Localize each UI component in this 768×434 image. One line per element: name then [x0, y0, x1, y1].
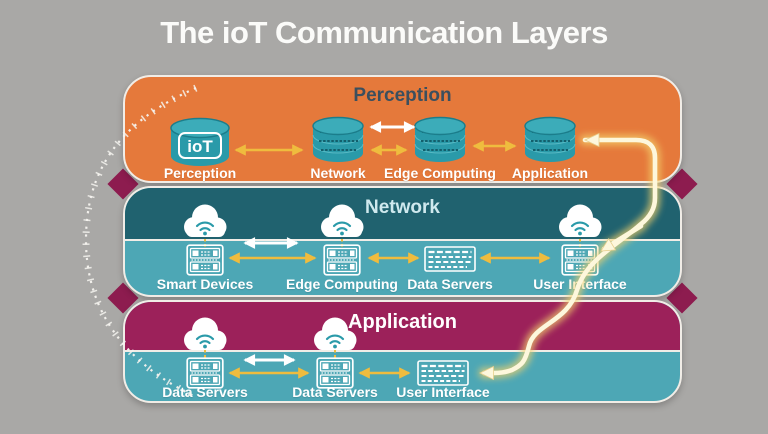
item-label: Smart Devices — [156, 276, 254, 292]
item-label: Data Servers — [162, 384, 248, 400]
layer-title: Application — [348, 311, 457, 333]
item-label: User Interface — [396, 384, 490, 400]
page-title: The ioT Communication Layers — [160, 15, 608, 50]
item-label: Edge Computing — [384, 165, 496, 181]
item-label: Application — [511, 165, 589, 181]
layer-title: Network — [365, 197, 440, 218]
item-label: Data Servers — [407, 276, 493, 292]
item-label: Perception — [163, 165, 237, 181]
item-label: Network — [310, 165, 366, 181]
item-label: User Interface — [533, 276, 627, 292]
layer-title: Perception — [353, 85, 452, 106]
item-label: Data Servers — [292, 384, 378, 400]
item-label: Edge Computing — [286, 276, 398, 292]
